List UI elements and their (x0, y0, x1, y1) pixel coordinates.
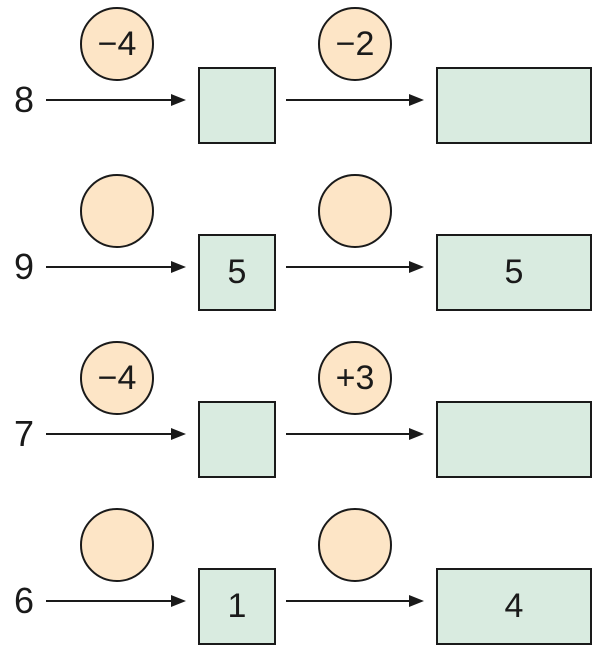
final-result-box[interactable] (436, 67, 592, 144)
arrow-1 (46, 428, 186, 440)
operation-circle-1[interactable]: −4 (80, 7, 154, 81)
machine-row-2: 9 5 5 (0, 167, 600, 317)
middle-result-box[interactable] (198, 401, 276, 478)
operation-circle-2[interactable]: +3 (318, 341, 392, 415)
arrow-1 (46, 94, 186, 106)
arrow-1 (46, 261, 186, 273)
operation-circle-2[interactable]: −2 (318, 7, 392, 81)
arrow-2 (286, 428, 424, 440)
machine-row-1: 8 −4 −2 (0, 0, 600, 150)
middle-result-box[interactable]: 1 (198, 568, 276, 645)
operation-circle-2[interactable] (318, 174, 392, 248)
start-number: 8 (13, 79, 35, 120)
final-result-box[interactable]: 4 (436, 568, 592, 645)
operation-circle-1[interactable]: −4 (80, 341, 154, 415)
machine-row-3: 7 −4 +3 (0, 334, 600, 484)
start-number: 6 (13, 580, 35, 621)
arrow-2 (286, 595, 424, 607)
middle-result-box[interactable]: 5 (198, 234, 276, 311)
final-result-box[interactable] (436, 401, 592, 478)
operation-circle-1[interactable] (80, 174, 154, 248)
middle-result-box[interactable] (198, 67, 276, 144)
arrow-2 (286, 261, 424, 273)
operation-circle-1[interactable] (80, 508, 154, 582)
start-number: 9 (13, 246, 35, 287)
final-result-box[interactable]: 5 (436, 234, 592, 311)
arrow-2 (286, 94, 424, 106)
machine-row-4: 6 1 4 (0, 501, 600, 651)
operation-circle-2[interactable] (318, 508, 392, 582)
start-number: 7 (13, 413, 35, 454)
arrow-1 (46, 595, 186, 607)
